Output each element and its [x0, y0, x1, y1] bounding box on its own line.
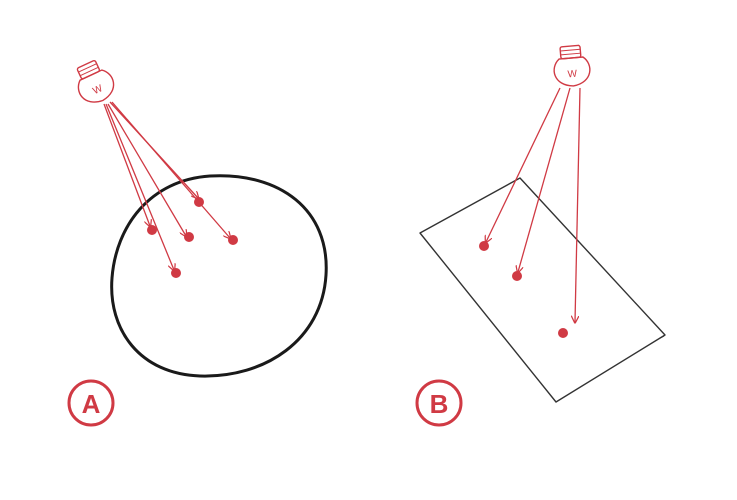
- ray-b-1: [486, 87, 561, 242]
- panel-b: W B: [415, 44, 666, 427]
- impact-dot: [194, 197, 204, 207]
- light-bulb-icon: W: [553, 44, 591, 87]
- bulb-mark: W: [567, 69, 578, 81]
- ray-a-1: [103, 103, 150, 226]
- rays-b: [486, 87, 581, 322]
- rays-a: [103, 101, 230, 270]
- impact-dot: [184, 232, 194, 242]
- panel-label-a: A: [67, 379, 115, 427]
- ray-a-5: [111, 101, 230, 238]
- ray-a-2: [105, 103, 174, 270]
- impact-dot: [512, 271, 522, 281]
- impact-dot: [171, 268, 181, 278]
- impacts-a: [147, 197, 238, 278]
- impact-dot: [558, 328, 568, 338]
- panel-a: W A: [67, 59, 328, 427]
- ray-b-2: [518, 87, 571, 272]
- panel-label-b-text: B: [430, 389, 449, 419]
- circle-surface: [110, 174, 328, 378]
- impact-dot: [147, 225, 157, 235]
- impact-dot: [228, 235, 238, 245]
- rectangle-surface: [419, 177, 666, 403]
- panel-label-a-text: A: [82, 389, 101, 419]
- panel-label-b: B: [415, 379, 463, 427]
- ray-b-3: [575, 87, 581, 322]
- bulb-mark: W: [91, 83, 105, 97]
- impact-dot: [479, 241, 489, 251]
- impacts-b: [479, 241, 568, 338]
- light-bulb-icon: W: [76, 59, 115, 103]
- ray-a-3: [107, 103, 186, 236]
